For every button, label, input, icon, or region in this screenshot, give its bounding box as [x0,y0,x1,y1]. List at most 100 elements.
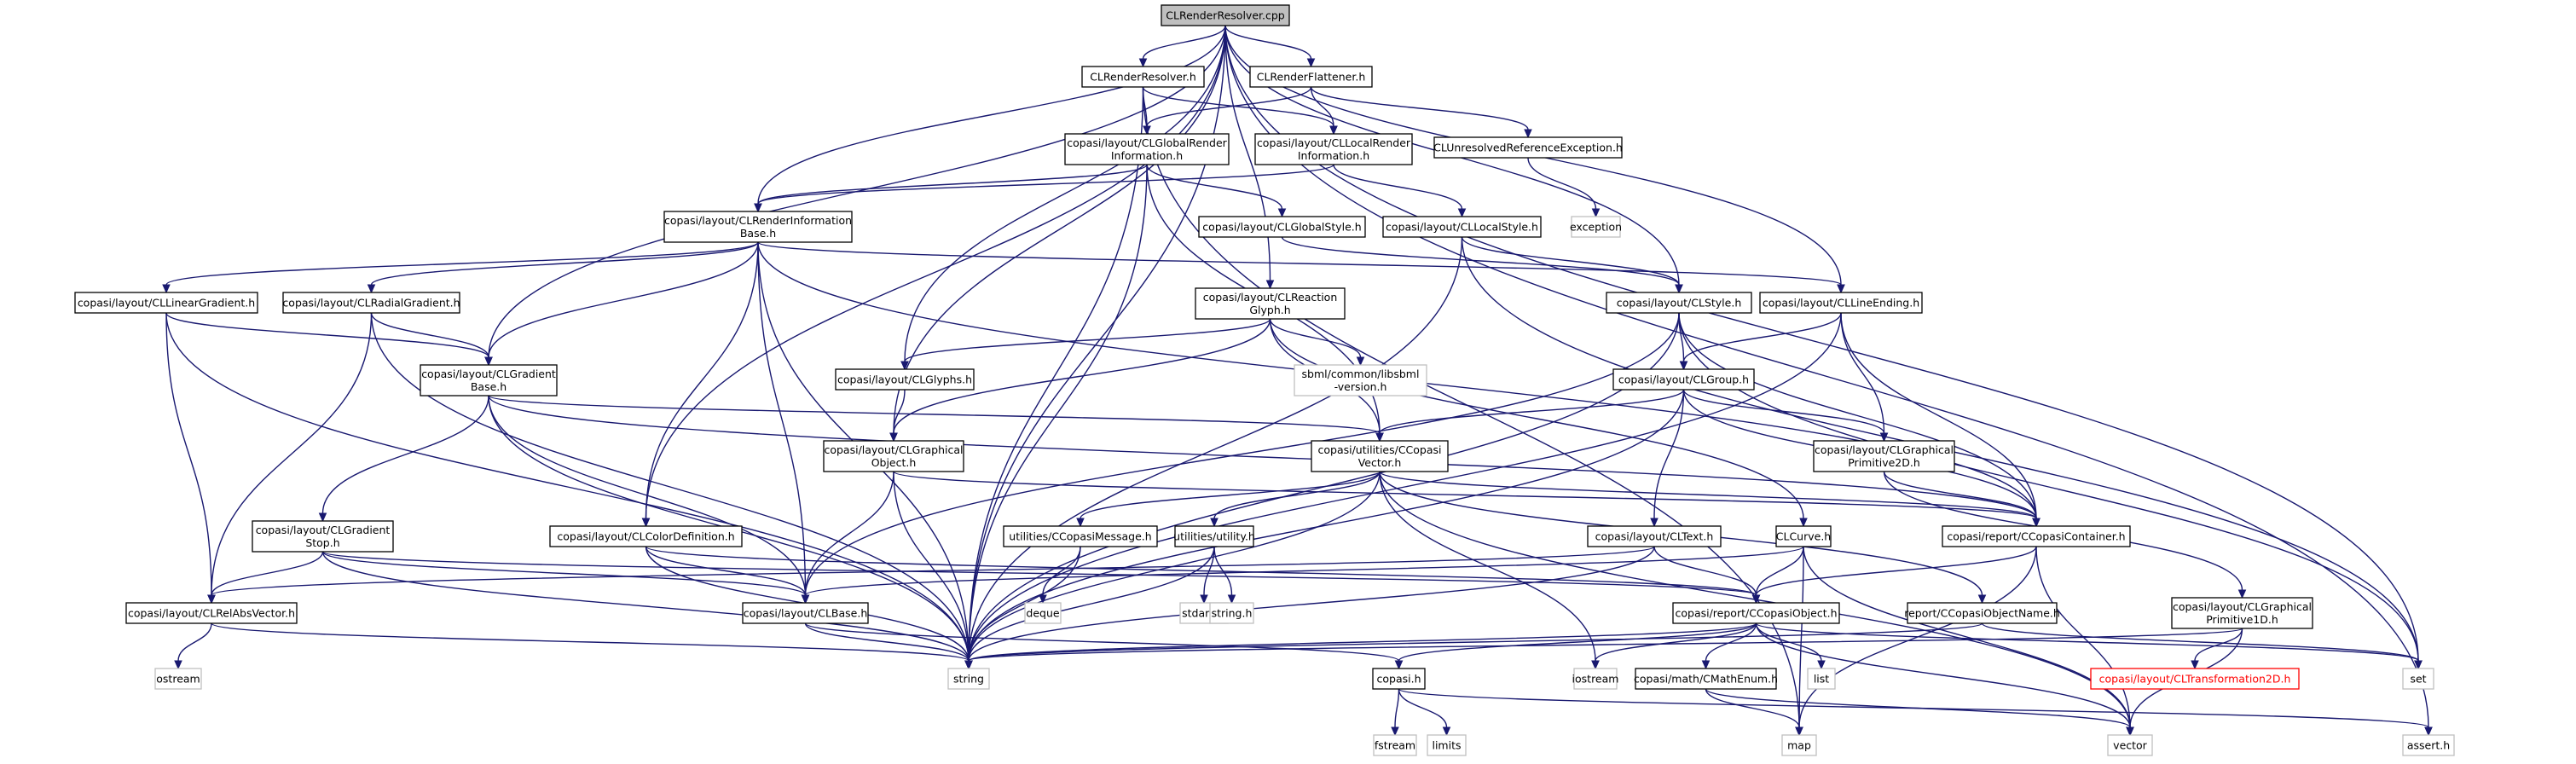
edge-arrowhead-math-enum-to-map [1795,726,1803,737]
node-box-clcurve [1775,525,1832,547]
node-box-fstream [1373,734,1417,756]
node-label-global-render-info: Information.h [1111,149,1183,162]
node-box-transformation2d [2090,668,2300,690]
node-text-h[interactable]: copasi/layout/CLText.h [1587,525,1722,547]
node-ostream: ostream [154,668,202,690]
node-math-enum[interactable]: copasi/math/CMathEnum.h [1634,668,1778,690]
edge-color-definition-to-clbase [645,546,807,596]
edge-reaction-glyph-to-clcurve [1269,318,1804,519]
node-label-gradient-base: copasi/layout/CLGradient [421,368,556,380]
node-label-rel-abs-vector: copasi/layout/CLRelAbsVector.h [128,607,295,620]
node-label-graphical-object: copasi/layout/CLGraphical [824,443,963,456]
node-string: string [947,668,990,690]
node-box-string [947,668,990,690]
edge-render-info-base-to-clbase [757,241,807,596]
node-label-list: list [1814,673,1829,686]
edge-arrowhead-copasi-h-to-assert [2424,726,2433,737]
edge-arrowhead-group-h-to-copasi-vector [1375,432,1384,443]
node-box-global-render-info [1064,133,1230,165]
node-label-gradient-stop: Stop.h [305,536,339,549]
node-box-resolver-h [1081,66,1205,88]
node-copasi-object[interactable]: copasi/report/CCopasiObject.h [1672,602,1840,624]
node-copasi-message[interactable]: utilities/CCopasiMessage.h [1003,525,1158,547]
node-box-local-render-info [1254,133,1413,165]
node-clbase[interactable]: copasi/layout/CLBase.h [742,602,869,624]
node-global-render-info[interactable]: copasi/layout/CLGlobalRenderInformation.… [1064,133,1230,165]
edge-copasi-vector-to-copasi-container [1379,471,2037,519]
node-label-gradient-stop: copasi/layout/CLGradient [256,524,391,536]
node-label-unresolved-ex: CLUnresolvedReferenceException.h [1433,142,1623,154]
edge-clcurve-to-copasi-object [1755,546,1804,596]
edge-copasi-vector-to-copasi-message [1080,471,1381,519]
node-label-set: set [2410,673,2426,686]
node-copasi-container[interactable]: copasi/report/CCopasiContainer.h [1942,525,2131,547]
node-box-clbase [742,602,869,624]
node-box-ostream [154,668,202,690]
node-style-h[interactable]: copasi/layout/CLStyle.h [1606,292,1752,314]
node-box-group-h [1612,368,1755,391]
node-box-exception [1571,216,1621,238]
node-resolver-h[interactable]: CLRenderResolver.h [1081,66,1205,88]
node-radial-gradient[interactable]: copasi/layout/CLRadialGradient.h [282,292,460,314]
node-unresolved-ex[interactable]: CLUnresolvedReferenceException.h [1433,136,1623,159]
edge-arrowhead-flattener-h-to-unresolved-ex [1524,129,1532,139]
edge-render-info-base-to-radial-gradient [370,241,759,286]
edge-rel-abs-vector-to-string [211,622,970,662]
node-color-definition[interactable]: copasi/layout/CLColorDefinition.h [549,525,743,547]
node-string-h: string.h [1209,602,1254,624]
edge-object-name-to-set [1981,622,2419,662]
node-assert: assert.h [2402,734,2455,756]
edge-arrowhead-graphical-prim1d-to-string [964,660,973,670]
node-sbml-version: sbml/common/libsbml-version.h [1294,364,1427,396]
edge-root-to-color-definition [645,25,1226,519]
node-flattener-h[interactable]: CLRenderFlattener.h [1249,66,1373,88]
node-local-style[interactable]: copasi/layout/CLLocalStyle.h [1382,216,1542,238]
edge-arrowhead-copasi-h-to-fstream [1391,726,1399,737]
node-glyphs[interactable]: copasi/layout/CLGlyphs.h [835,368,975,391]
node-label-vector: vector [2113,739,2148,752]
node-clcurve[interactable]: CLCurve.h [1775,525,1832,547]
edge-object-name-to-string [968,622,1983,662]
node-group-h[interactable]: copasi/layout/CLGroup.h [1612,368,1755,391]
edge-gradient-stop-to-copasi-object [321,551,1757,596]
node-utility-h[interactable]: utilities/utility.h [1173,525,1255,547]
edge-arrowhead-copasi-vector-to-copasi-message [1076,518,1085,528]
edge-graphical-prim1d-to-string [968,628,2243,662]
node-object-name[interactable]: report/CCopasiObjectName.h [1904,602,2060,624]
node-linear-gradient[interactable]: copasi/layout/CLLinearGradient.h [74,292,258,314]
node-set: set [2402,668,2434,690]
node-label-copasi-vector: Vector.h [1358,456,1402,469]
node-box-rel-abs-vector [125,602,298,624]
edge-style-h-to-clbase [804,312,1680,596]
node-root[interactable]: CLRenderResolver.cpp [1161,4,1290,26]
edge-text-h-to-copasi-object [1653,546,1757,596]
edge-linear-gradient-to-gradient-base [165,312,489,358]
node-box-list [1807,668,1836,690]
edge-arrowhead-reaction-glyph-to-sbml-version [1356,356,1365,367]
node-line-ending[interactable]: copasi/layout/CLLineEnding.h [1759,292,1923,314]
edge-arrowhead-render-info-base-to-linear-gradient [162,284,171,294]
edge-gradient-base-to-copasi-vector [488,395,1381,434]
edge-reaction-glyph-to-glyphs [904,318,1271,362]
node-global-style[interactable]: copasi/layout/CLGlobalStyle.h [1198,216,1366,238]
node-label-copasi-message: utilities/CCopasiMessage.h [1009,530,1151,543]
node-copasi-h[interactable]: copasi.h [1372,668,1426,690]
node-limits: limits [1427,734,1467,756]
node-label-copasi-container: copasi/report/CCopasiContainer.h [1947,530,2125,543]
edge-line-ending-to-group-h [1682,312,1842,362]
node-label-transformation2d: copasi/layout/CLTransformation2D.h [2099,673,2291,686]
node-box-utility-h [1174,525,1254,547]
node-rel-abs-vector[interactable]: copasi/layout/CLRelAbsVector.h [125,602,298,624]
edge-arrowhead-copasi-object-to-list [1817,660,1826,670]
edge-arrowhead-group-h-to-graphical-prim2d [1879,432,1889,443]
